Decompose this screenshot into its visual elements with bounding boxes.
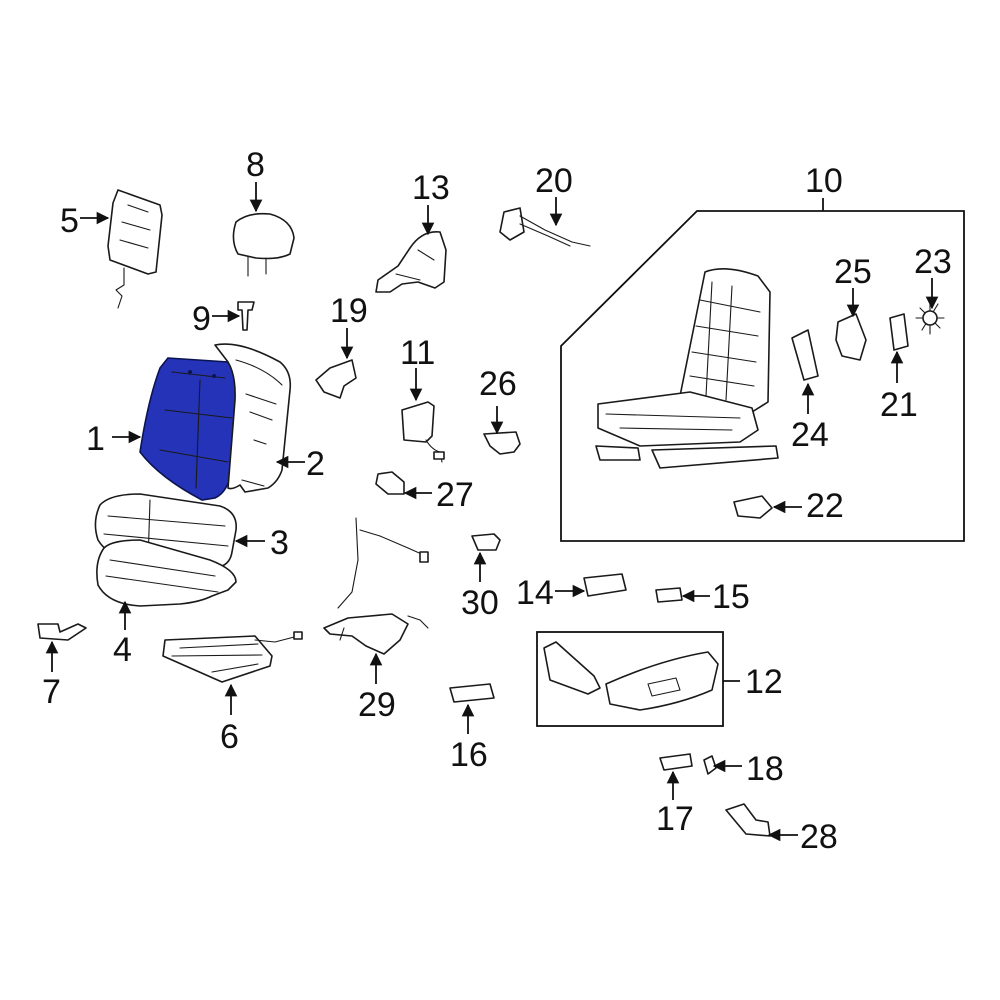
callout-11[interactable]: 11 — [400, 334, 435, 372]
part-23-piece[interactable] — [915, 301, 945, 335]
part-16-switch[interactable] — [449, 683, 495, 703]
callout-15[interactable]: 15 — [712, 578, 750, 616]
callout-17[interactable]: 17 — [656, 800, 694, 838]
part-5-heater-mat[interactable] — [107, 189, 163, 309]
callout-25[interactable]: 25 — [834, 253, 872, 291]
callout-5[interactable]: 5 — [60, 202, 79, 240]
callout-12[interactable]: 12 — [745, 663, 783, 701]
part-29-harness[interactable] — [323, 517, 429, 655]
part-25-piece[interactable] — [835, 313, 867, 361]
seatback-cover-shape — [139, 357, 239, 501]
part-1-seatback-cover[interactable] — [139, 357, 239, 501]
callout-8[interactable]: 8 — [246, 146, 265, 184]
part-15-knob[interactable] — [655, 587, 683, 603]
callout-26[interactable]: 26 — [479, 365, 517, 403]
callout-19[interactable]: 19 — [330, 292, 368, 330]
part-10-seat-frame[interactable] — [595, 268, 779, 469]
part-6-cushion-heater[interactable] — [162, 631, 303, 683]
part-8-headrest[interactable] — [232, 212, 295, 277]
callout-10[interactable]: 10 — [805, 162, 843, 200]
callout-4[interactable]: 4 — [113, 631, 132, 669]
part-9-guide[interactable] — [237, 301, 255, 331]
leader-lines — [45, 182, 939, 842]
part-7-clip[interactable] — [37, 623, 87, 641]
part-14-bezel[interactable] — [583, 573, 627, 597]
callout-20[interactable]: 20 — [535, 162, 573, 200]
part-2-seatback-pad[interactable] — [214, 343, 292, 493]
callout-24[interactable]: 24 — [791, 416, 829, 454]
part-12-trim-panels[interactable] — [543, 641, 719, 711]
callout-3[interactable]: 3 — [270, 524, 289, 562]
part-21-piece[interactable] — [889, 313, 909, 351]
part-24-piece[interactable] — [791, 329, 819, 381]
part-30-clip[interactable] — [471, 533, 501, 551]
callout-27[interactable]: 27 — [436, 476, 474, 514]
part-13-shield[interactable] — [375, 231, 447, 293]
callout-7[interactable]: 7 — [42, 673, 61, 711]
callout-labels: 1 2 3 4 5 6 7 8 9 10 11 12 13 14 15 16 1… — [42, 146, 952, 856]
part-26-cover[interactable] — [483, 431, 521, 455]
part-11-airbag[interactable] — [401, 401, 445, 463]
part-28-bracket[interactable] — [725, 803, 771, 837]
callout-14[interactable]: 14 — [516, 574, 554, 612]
callout-6[interactable]: 6 — [220, 718, 239, 756]
callout-23[interactable]: 23 — [914, 243, 952, 281]
callout-2[interactable]: 2 — [306, 445, 325, 483]
part-27-connector[interactable] — [375, 471, 405, 495]
part-19-bracket[interactable] — [315, 359, 357, 399]
callout-1[interactable]: 1 — [86, 420, 105, 458]
callout-28[interactable]: 28 — [800, 818, 838, 856]
callout-29[interactable]: 29 — [358, 686, 396, 724]
part-22-piece[interactable] — [733, 495, 773, 519]
part-18-clip[interactable] — [703, 755, 717, 775]
callout-13[interactable]: 13 — [412, 169, 450, 207]
part-4-cushion-pad[interactable] — [96, 539, 237, 607]
part-10-group-box — [560, 210, 965, 542]
part-17-knob[interactable] — [659, 753, 693, 771]
callout-16[interactable]: 16 — [450, 736, 488, 774]
callout-22[interactable]: 22 — [806, 487, 844, 525]
part-12-group-box — [536, 631, 724, 727]
callout-9[interactable]: 9 — [192, 300, 211, 338]
part-20-cable[interactable] — [499, 207, 591, 247]
callout-21[interactable]: 21 — [880, 386, 918, 424]
callout-30[interactable]: 30 — [461, 584, 499, 622]
callout-18[interactable]: 18 — [746, 750, 784, 788]
